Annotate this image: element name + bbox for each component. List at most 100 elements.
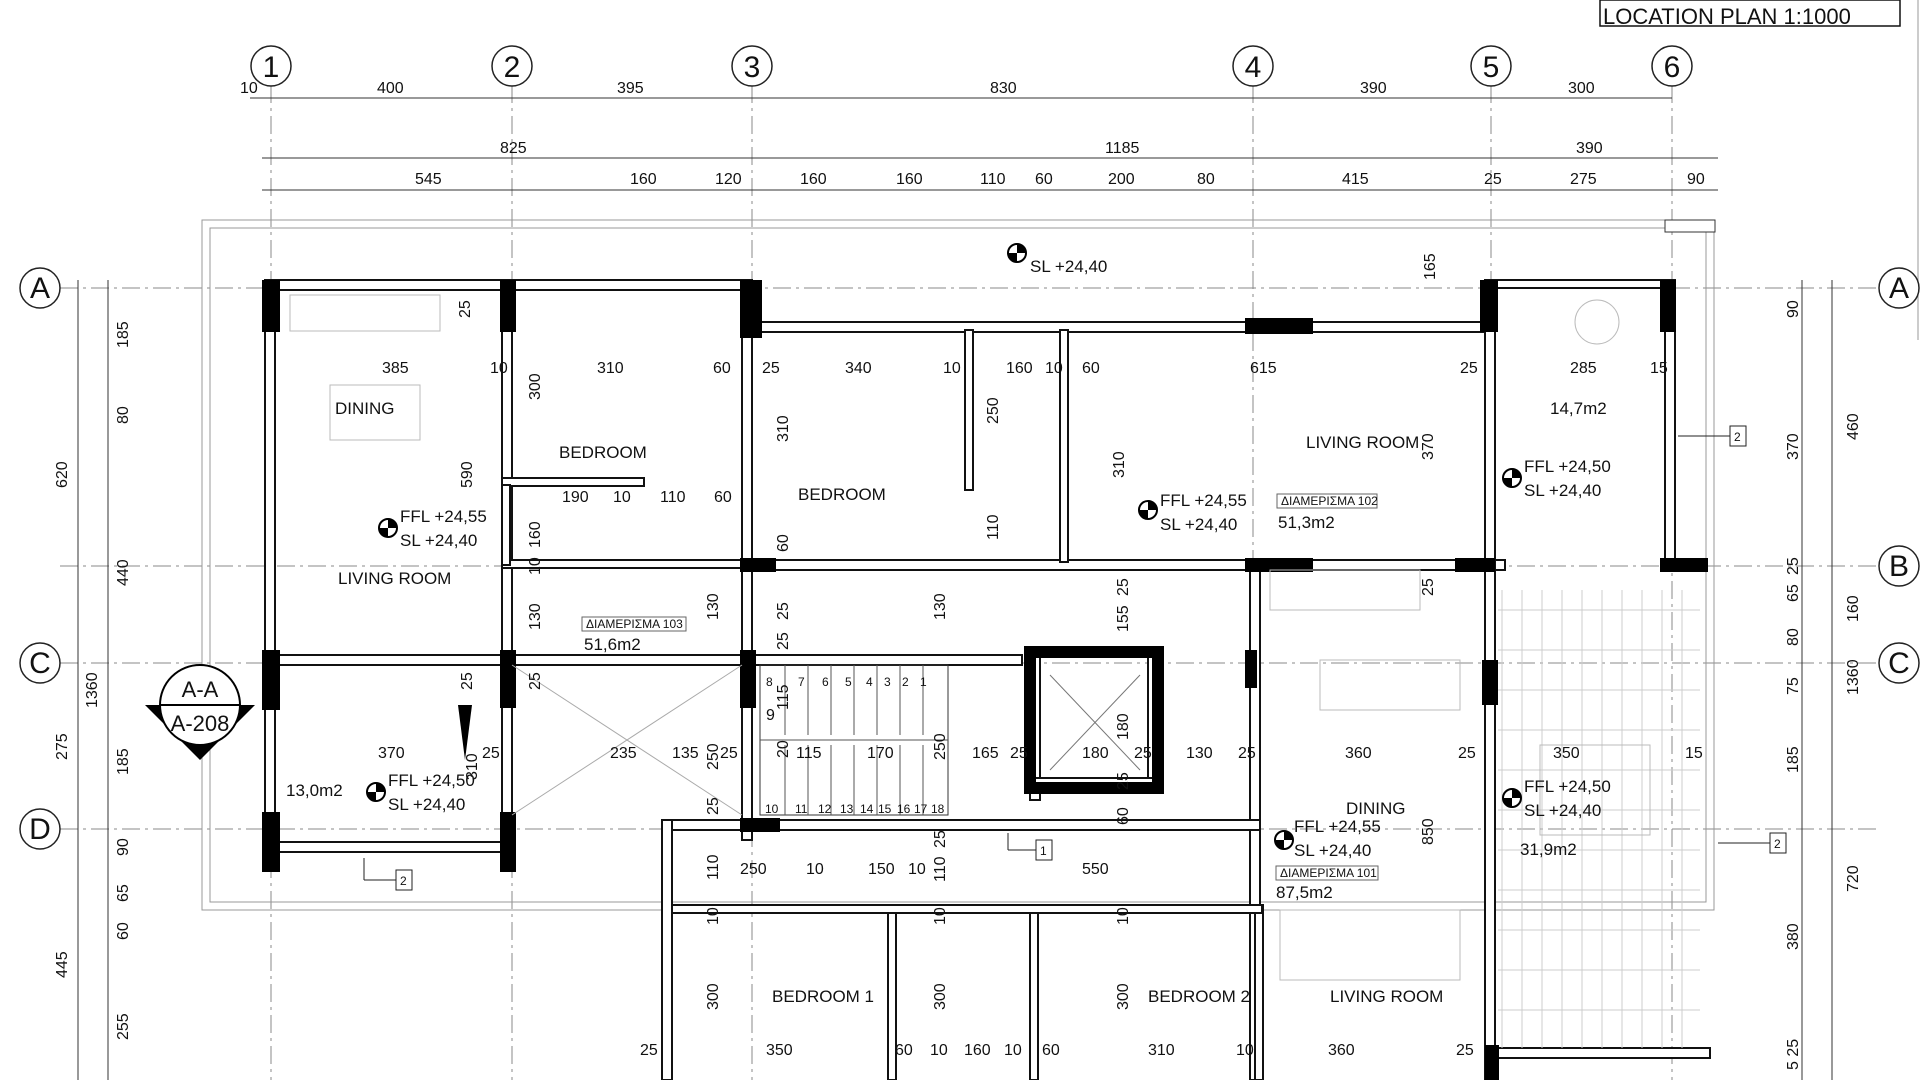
dim-top1-2: 395: [617, 80, 644, 97]
dim-int-70: 150: [868, 861, 895, 878]
stair-num-4: 4: [866, 675, 873, 689]
dim-int-60: 25: [720, 745, 738, 762]
dim-int-74: 550: [1082, 861, 1109, 878]
dim-top3-4: 160: [896, 171, 923, 188]
dim-int-51: 25: [1238, 745, 1256, 762]
dim-int-68: 250: [740, 861, 767, 878]
dim-int-72: 110: [932, 856, 949, 882]
dimension-text-top-row3: 545 160 120 160 160 110 60 200 80 415 25…: [415, 171, 1705, 188]
dim-right-outer-2: 1360: [1845, 659, 1862, 695]
dimension-text-top-row2: 825 1185 390: [500, 140, 1603, 157]
dim-int-4: 310: [597, 360, 624, 377]
dim-int-11: 60: [1082, 360, 1100, 377]
dim-right-inner-7: 380: [1785, 923, 1802, 950]
level-sl-balcony-top: SL +24,40: [1524, 481, 1601, 500]
dim-int-15: 15: [1650, 360, 1668, 377]
dim-int-37: 25: [775, 632, 792, 650]
level-ffl-balcony-left: FFL +24,50: [388, 771, 475, 790]
dim-int-89: 10: [1236, 1042, 1254, 1059]
dim-int-82: 350: [766, 1042, 793, 1059]
dim-top1-0: 10: [240, 80, 258, 97]
dimension-lines-sides: [77, 280, 1833, 1080]
columns: [262, 280, 1708, 1080]
level-ffl-101: FFL +24,55: [1294, 817, 1381, 836]
level-ffl-balcony-right: FFL +24,50: [1524, 777, 1611, 796]
dim-int-88: 310: [1148, 1042, 1175, 1059]
section-sheet: A-208: [171, 711, 230, 736]
grid-col-6: 6: [1664, 51, 1681, 84]
dim-right-outer-1: 160: [1845, 595, 1862, 622]
room-bedroom-a: BEDROOM: [559, 443, 647, 462]
grid-row-d-left: D: [29, 813, 51, 846]
level-marker-102: FFL +24,55 SL +24,40: [1138, 491, 1247, 534]
dim-int-67: 110: [705, 854, 722, 880]
dim-int-2: 385: [382, 360, 409, 377]
dim-left-inner-5: 65: [115, 884, 132, 902]
dimension-text-right-outer: 460 160 1360 720: [1845, 413, 1862, 892]
dim-int-1: 25: [457, 300, 474, 318]
dim-int-30: 130: [527, 603, 544, 630]
dim-int-58: 235: [610, 745, 637, 762]
dim-int-55: 15: [1685, 745, 1703, 762]
dim-left-inner-0: 185: [115, 321, 132, 348]
dim-top1-1: 400: [377, 80, 404, 97]
lift-shaft: [1024, 646, 1164, 794]
stair-num-12: 12: [818, 802, 832, 816]
room-bedroom-b: BEDROOM: [798, 485, 886, 504]
dim-int-84: 10: [930, 1042, 948, 1059]
stair-num-17: 17: [914, 802, 928, 816]
dim-int-87: 60: [1042, 1042, 1060, 1059]
dim-int-24: 110: [660, 489, 686, 506]
dim-int-8: 10: [943, 360, 961, 377]
dim-top1-4: 390: [1360, 80, 1387, 97]
dim-left-outer-2: 275: [54, 733, 71, 760]
level-sl-top: SL +24,40: [1030, 257, 1107, 276]
dim-left-outer-0: 620: [54, 461, 71, 488]
level-sl-balcony-right: SL +24,40: [1524, 801, 1601, 820]
dim-int-32: 25: [775, 602, 792, 620]
grid-row-a-right: A: [1889, 272, 1909, 305]
stair-num-3: 3: [884, 675, 891, 689]
dim-int-59: 135: [672, 745, 699, 762]
stair-num-18: 18: [931, 802, 945, 816]
dim-top2-0: 825: [500, 140, 527, 157]
dim-int-5: 60: [713, 360, 731, 377]
dim-int-62: 310: [464, 753, 481, 780]
corridor-diagonals: [511, 664, 743, 816]
level-sl-balcony-left: SL +24,40: [388, 795, 465, 814]
level-marker-balcony-top: FFL +24,50 SL +24,40: [1502, 457, 1611, 500]
dim-right-inner-5: 75: [1785, 677, 1802, 695]
dim-left-inner-2: 440: [115, 559, 132, 586]
dim-int-17: 590: [459, 461, 476, 488]
tag-2-left: 2: [400, 874, 407, 888]
dim-top3-7: 200: [1108, 171, 1135, 188]
dim-int-85: 160: [964, 1042, 991, 1059]
dim-int-61: 250: [705, 743, 722, 770]
dim-int-83: 60: [895, 1042, 913, 1059]
dim-right-outer-0: 460: [1845, 413, 1862, 440]
level-marker-101: FFL +24,55 SL +24,40: [1274, 817, 1381, 860]
dim-top2-1: 1185: [1105, 140, 1140, 157]
dim-int-35: 25: [1115, 578, 1132, 596]
level-marker-103: FFL +24,55 SL +24,40: [378, 507, 487, 550]
dim-int-28: 60: [775, 534, 792, 552]
dim-int-13: 25: [1460, 360, 1478, 377]
dim-top3-8: 80: [1197, 171, 1215, 188]
dim-int-16: 300: [527, 373, 544, 400]
apartment-101-label: ΔΙΑΜΕΡΙΣΜΑ 101: [1280, 866, 1377, 880]
tag-2-top-right: 2: [1734, 430, 1741, 444]
dim-left-inner-4: 90: [115, 838, 132, 856]
apartment-103-area: 51,6m2: [584, 635, 641, 654]
stair-num-14: 14: [860, 802, 874, 816]
level-sl-103: SL +24,40: [400, 531, 477, 550]
balcony-tiles: [1498, 219, 1716, 1048]
dim-top3-2: 120: [715, 171, 742, 188]
dim-int-63: 180: [1115, 713, 1132, 740]
dim-int-66: 25: [705, 797, 722, 815]
dim-int-77: 10: [1115, 907, 1132, 925]
dim-int-19: 250: [985, 397, 1002, 424]
grid-row-a-left: A: [30, 272, 50, 305]
furniture: [289, 294, 1651, 981]
dim-int-56: 370: [378, 745, 405, 762]
